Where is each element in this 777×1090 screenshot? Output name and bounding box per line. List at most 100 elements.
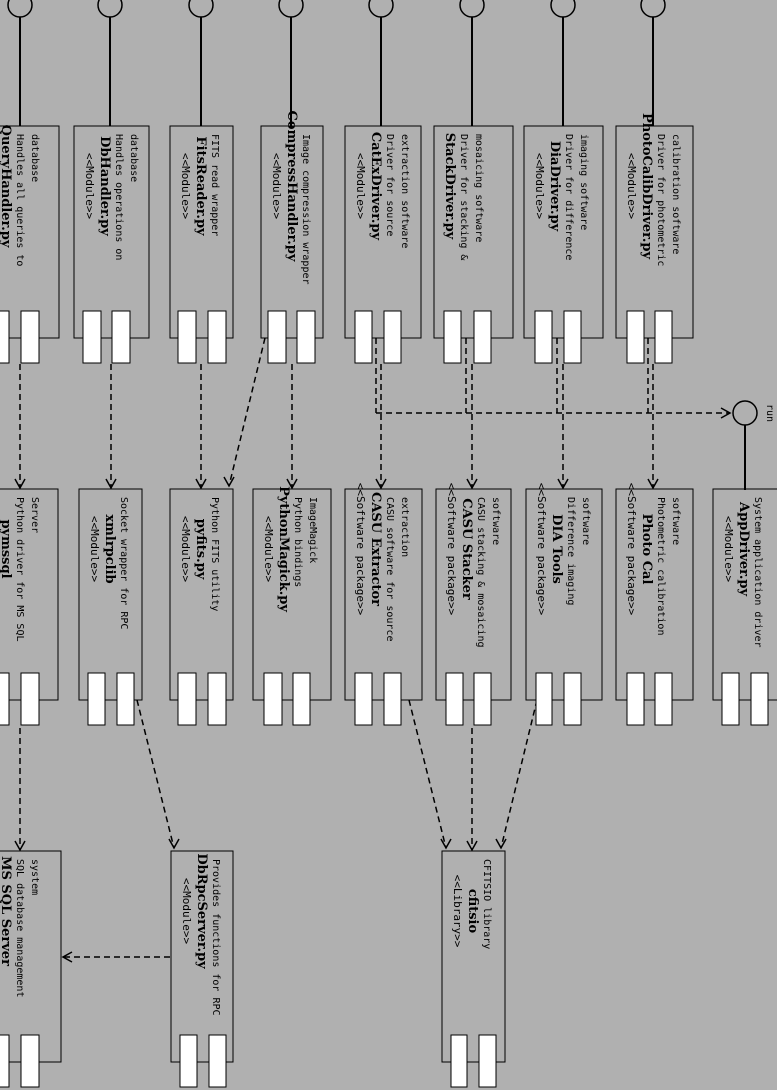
component-name: MS SQL Server — [0, 856, 13, 966]
dependency-arrowhead — [375, 478, 387, 490]
component-description: FITS read wrapper — [209, 134, 220, 236]
dependency-arrowhead — [466, 840, 478, 852]
component-port — [20, 310, 40, 364]
run-interface-label: run — [764, 404, 775, 422]
component-description: extraction software — [399, 134, 410, 248]
component-port — [750, 672, 769, 726]
interface-lollipops — [7, 0, 666, 126]
component-description: CASU stacking & mosaicing — [475, 497, 486, 648]
component-port — [654, 672, 673, 726]
component-port — [207, 310, 227, 364]
component-port — [354, 672, 373, 726]
component-description: Image compression wrapper — [300, 134, 311, 285]
dependency-arrowhead — [466, 478, 478, 490]
component-port — [445, 672, 464, 726]
component-name: StackDriver.py — [442, 133, 457, 240]
component-port — [87, 672, 106, 726]
dependency-arrowhead — [61, 951, 73, 963]
component-port — [292, 672, 311, 726]
component-description: system — [29, 859, 40, 895]
component-port — [263, 672, 283, 726]
component-description: mosaicing software — [473, 134, 484, 242]
interface-circle — [550, 0, 576, 18]
component-description: Handles operations on — [113, 134, 124, 260]
component-port — [534, 310, 553, 364]
dependency-line — [228, 337, 266, 487]
component-description: Driver for source — [384, 134, 395, 236]
component-name: CASU Stacker — [459, 498, 474, 600]
component-stereotype: <<Module>> — [179, 153, 192, 220]
component-port — [535, 672, 553, 726]
component-name: DbHandler.py — [97, 136, 112, 236]
component-name: DIA Tools — [549, 514, 564, 584]
dependency-arrowhead — [720, 407, 732, 419]
component-port — [177, 672, 197, 726]
interface-circle — [278, 0, 304, 18]
component-description: System application driver — [752, 497, 763, 648]
component-name: Photo Cal — [639, 514, 654, 585]
component-box — [435, 488, 512, 701]
component-port — [654, 310, 673, 364]
component-description: software — [490, 497, 501, 545]
component-port — [473, 672, 492, 726]
component-port — [450, 1034, 468, 1088]
component-port — [626, 672, 645, 726]
interface-circle — [368, 0, 394, 18]
component-name: PythonMagick.py — [276, 486, 291, 612]
component-description: software — [580, 497, 591, 545]
dependency-arrowhead — [14, 840, 26, 852]
component-box — [615, 125, 694, 339]
component-box — [615, 488, 694, 701]
dependency-line — [408, 699, 447, 849]
component-name: PhotoCalibDriver.py — [639, 113, 654, 259]
component-port — [563, 672, 582, 726]
component-description: software — [670, 497, 681, 545]
component-name: CompressHandler.py — [284, 111, 299, 262]
component-description: Driver for difference — [563, 134, 574, 260]
component-name: AppDriver.py — [736, 501, 751, 596]
component-name: cfitsio — [465, 889, 480, 934]
component-stereotype: <<Module>> — [180, 878, 193, 945]
component-port — [721, 672, 740, 726]
component-port — [116, 672, 135, 726]
component-port — [296, 310, 316, 364]
dependency-arrowhead — [495, 838, 507, 850]
component-name: pyfits.py — [193, 519, 208, 580]
component-port — [0, 672, 10, 726]
component-port — [383, 672, 402, 726]
component-description: Driver for photometric — [655, 134, 666, 266]
component-stereotype: <<Software package>> — [625, 483, 638, 616]
dependency-arrowhead — [557, 478, 569, 490]
component-description: Driver for stacking & — [458, 134, 469, 260]
component-stereotype: <<Module>> — [625, 153, 638, 220]
component-box — [523, 125, 604, 339]
dependency-arrowhead — [223, 476, 235, 488]
component-port — [563, 310, 582, 364]
component-description: imaging software — [578, 134, 589, 230]
component-description: extraction — [399, 497, 410, 557]
component-description: Python bindings — [292, 497, 303, 587]
interface-circle — [97, 0, 123, 18]
component-port — [208, 1034, 227, 1088]
component-box — [169, 125, 234, 339]
component-description: Difference imaging — [565, 497, 576, 605]
component-description: ImageMagick — [307, 497, 318, 563]
component-name: CASU Extractor — [368, 492, 383, 606]
dependency-edges — [14, 337, 732, 963]
component-stereotype: <<Software package>> — [445, 483, 458, 616]
dependency-arrowhead — [440, 838, 452, 850]
component-stereotype: <<Module>> — [722, 516, 735, 583]
component-stereotype: <<Software package>> — [354, 483, 367, 616]
